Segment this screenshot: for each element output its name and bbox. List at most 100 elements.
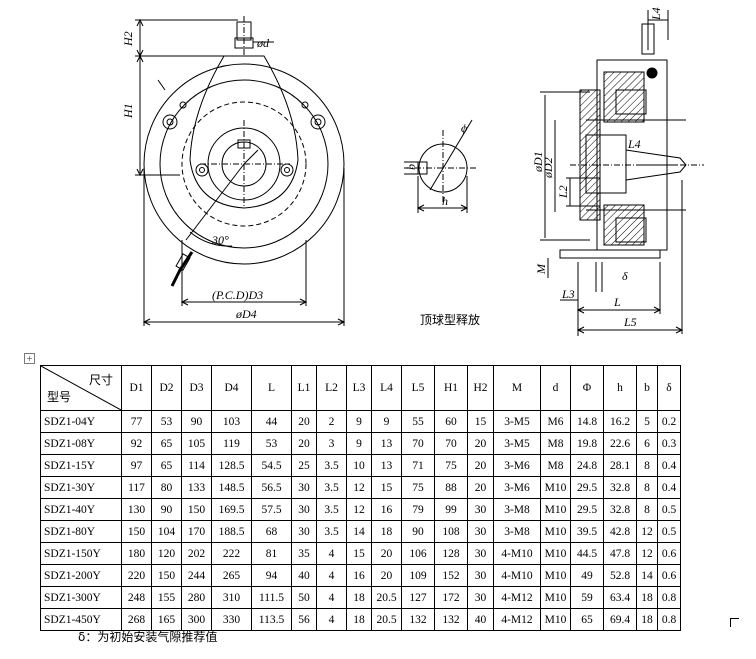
value-cell: 18 — [636, 586, 658, 609]
value-cell: 80 — [151, 476, 182, 499]
value-cell: 3-M8 — [493, 498, 541, 521]
value-cell: 30 — [291, 498, 317, 521]
model-cell: SDZ1-15Y — [40, 454, 122, 477]
value-cell: M8 — [540, 432, 571, 455]
value-cell: 15 — [346, 542, 372, 565]
value-cell: 128.5 — [211, 454, 252, 477]
value-cell: 109 — [401, 564, 435, 587]
value-cell: 53 — [151, 410, 182, 433]
value-cell: 50 — [291, 586, 317, 609]
value-cell: 65 — [151, 432, 182, 455]
value-cell: 9 — [346, 432, 372, 455]
value-cell: 20 — [371, 564, 402, 587]
value-cell: 3-M6 — [493, 476, 541, 499]
column-header: H2 — [467, 365, 494, 411]
column-header: L4 — [371, 365, 402, 411]
model-cell: SDZ1-200Y — [40, 564, 122, 587]
value-cell: 18 — [346, 608, 372, 631]
value-cell: 13 — [371, 432, 402, 455]
value-cell: M10 — [540, 608, 571, 631]
value-cell: 9 — [371, 410, 402, 433]
value-cell: 268 — [121, 608, 152, 631]
value-cell: 20 — [467, 476, 494, 499]
value-cell: 4 — [316, 608, 347, 631]
value-cell: 29.5 — [570, 476, 604, 499]
value-cell: 30 — [291, 476, 317, 499]
value-cell: 60 — [434, 410, 468, 433]
value-cell: 30 — [467, 542, 494, 565]
value-cell: 30 — [467, 520, 494, 543]
value-cell: 40 — [467, 608, 494, 631]
model-cell: SDZ1-08Y — [40, 432, 122, 455]
model-cell: SDZ1-04Y — [40, 410, 122, 433]
column-header: L1 — [291, 365, 317, 411]
value-cell: 220 — [121, 564, 152, 587]
value-cell: 20 — [371, 542, 402, 565]
value-cell: 150 — [181, 498, 212, 521]
label-l5: L5 — [623, 315, 637, 329]
value-cell: 9 — [346, 410, 372, 433]
label-phi: ϕ — [461, 121, 467, 135]
value-cell: 20.5 — [371, 608, 402, 631]
value-cell: 330 — [211, 608, 252, 631]
value-cell: 4-M12 — [493, 586, 541, 609]
value-cell: 81 — [251, 542, 292, 565]
value-cell: 280 — [181, 586, 212, 609]
value-cell: 108 — [434, 520, 468, 543]
value-cell: 70 — [401, 432, 435, 455]
value-cell: 152 — [434, 564, 468, 587]
value-cell: 42.8 — [603, 520, 637, 543]
column-header: L2 — [316, 365, 347, 411]
value-cell: 128 — [434, 542, 468, 565]
value-cell: 105 — [181, 432, 212, 455]
value-cell: 30 — [467, 586, 494, 609]
value-cell: 77 — [121, 410, 152, 433]
value-cell: 30 — [467, 498, 494, 521]
value-cell: 10 — [346, 454, 372, 477]
value-cell: 52.8 — [603, 564, 637, 587]
model-cell: SDZ1-80Y — [40, 520, 122, 543]
value-cell: 32.8 — [603, 476, 637, 499]
table-header-row: 尺寸 型号 D1 D2 D3 D4 L L1 L2 L3 L4 L5 H1 H2… — [40, 365, 681, 411]
value-cell: 16 — [346, 564, 372, 587]
value-cell: 3-M5 — [493, 432, 541, 455]
value-cell: 90 — [181, 410, 212, 433]
value-cell: 97 — [121, 454, 152, 477]
value-cell: 20 — [467, 432, 494, 455]
table-move-handle-icon[interactable]: + — [24, 353, 35, 364]
value-cell: 14 — [346, 520, 372, 543]
value-cell: 3-M6 — [493, 454, 541, 477]
value-cell: 127 — [401, 586, 435, 609]
value-cell: 71 — [401, 454, 435, 477]
value-cell: 20.5 — [371, 586, 402, 609]
value-cell: 68 — [251, 520, 292, 543]
value-cell: 94 — [251, 564, 292, 587]
column-header: D3 — [181, 365, 212, 411]
value-cell: M10 — [540, 520, 571, 543]
value-cell: 40 — [291, 564, 317, 587]
value-cell: 132 — [434, 608, 468, 631]
value-cell: 18 — [636, 608, 658, 631]
value-cell: 0.2 — [657, 410, 681, 433]
value-cell: 4-M12 — [493, 608, 541, 631]
value-cell: 70 — [434, 432, 468, 455]
value-cell: 0.8 — [657, 608, 681, 631]
value-cell: 8 — [636, 498, 658, 521]
header-corner-cell: 尺寸 型号 — [40, 365, 122, 411]
value-cell: 111.5 — [251, 586, 292, 609]
value-cell: 30 — [291, 520, 317, 543]
column-header: H1 — [434, 365, 468, 411]
value-cell: 39.5 — [570, 520, 604, 543]
column-header: D2 — [151, 365, 182, 411]
value-cell: 3.5 — [316, 476, 347, 499]
technical-drawing: H2 H1 ød 30° (P.C.D)D3 øD4 ϕ b h L4 L4 ø… — [121, 7, 704, 336]
value-cell: 0.6 — [657, 542, 681, 565]
value-cell: 202 — [181, 542, 212, 565]
value-cell: 0.6 — [657, 564, 681, 587]
value-cell: 20 — [467, 454, 494, 477]
value-cell: 0.4 — [657, 476, 681, 499]
value-cell: 130 — [121, 498, 152, 521]
value-cell: 120 — [151, 542, 182, 565]
